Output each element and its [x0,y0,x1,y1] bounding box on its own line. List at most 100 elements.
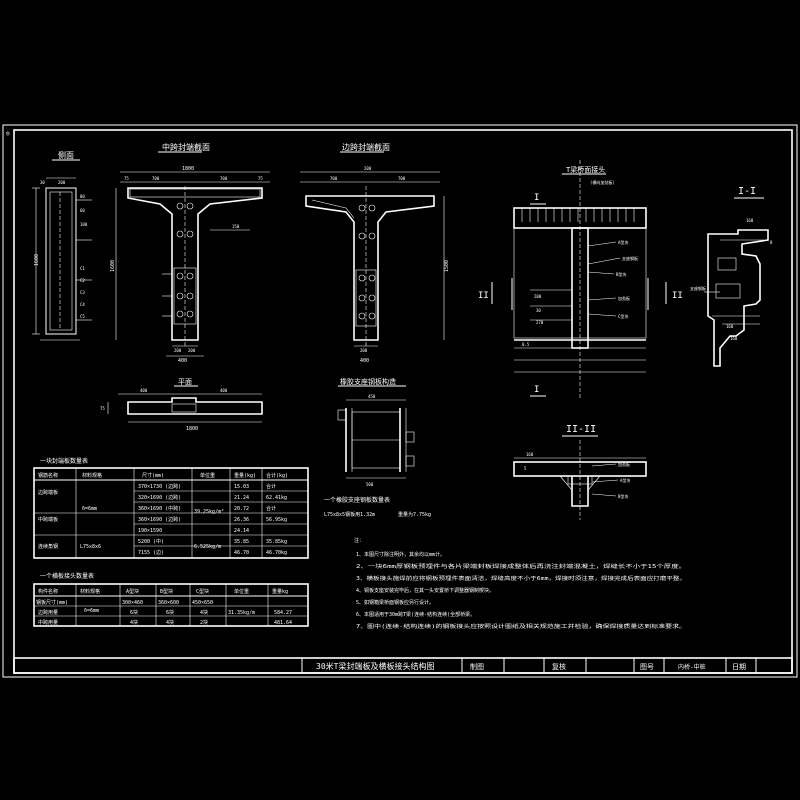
t1-r3c5: 56.95kg [266,517,287,523]
svg-text:B型块: B型块 [616,271,626,277]
side-height-dim: 1500 [444,260,450,272]
table2-title: 一个横板接头数量表 [40,572,94,580]
svg-text:100: 100 [80,222,88,227]
svg-text:0.5: 0.5 [522,342,530,347]
t1-h1: 材料规格 [82,472,102,479]
t2-r1c3: 6块 [166,609,174,616]
midspan-height-dim: 1600 [110,260,116,272]
svg-text:270: 270 [536,320,544,325]
t1-r0c0: 边跨端板 [38,489,58,496]
section-mark-i-top: I [534,193,539,203]
drawn-label: 制图 [470,662,484,671]
plan-width-dim: 1800 [186,426,198,432]
corner-mark: ◎ [6,130,10,137]
section-mark-ii-left: II [478,291,489,301]
svg-text:400: 400 [360,358,369,364]
svg-text:支座钢板: 支座钢板 [690,285,706,291]
t1-r2c5: 合计 [266,505,276,512]
table1: 一块封端板数量表 钢筋名称 材料规格 尺寸(mm) 单位重 重量(kg) 合计(… [33,457,309,559]
svg-text:C型块: C型块 [618,313,628,319]
bearing-plate-detail: 橡胶支座钢板构造 450 500 一个橡胶支座钢板数量表 L75x8x5钢板用1… [324,377,431,518]
t2-r1c4: 4块 [200,609,208,616]
table1-title: 一块封端板数量表 [40,457,88,465]
bearing-table-row-b: 重量为7.75kg [398,511,431,518]
t2-h0: 构件名称 [38,588,58,595]
midspan-left-dim: 75 [124,176,129,181]
svg-text:200: 200 [360,348,368,353]
t2-r2c2: 4块 [130,619,138,626]
svg-text:60: 60 [80,208,85,213]
t2-h1: 材料规格 [80,588,100,595]
table2: 一个横板接头数量表 构件名称 材料规格 A型块 B型块 C型块 单位重 重量kg… [33,572,309,627]
svg-text:700: 700 [330,176,338,181]
bearing-table-row-a: L75x8x5钢板用1.32m [324,511,375,518]
t1-r2c2: 360×1690 (中跨) [138,505,181,512]
bearing-plate-title: 橡胶支座钢板构造 [340,377,396,386]
t1-h5: 合计(kg) [266,472,288,479]
t2-r0c1: δ=6mm [84,608,99,614]
note-1: 1、本图尺寸除注明外，其余均以mm计。 [356,551,445,558]
t1-r0c4: 15.03 [234,484,249,490]
t2-r1c2: 6块 [130,609,138,616]
section-mark-ii-right: II [672,291,683,301]
side-title: 边跨封端截面 [342,142,390,152]
svg-text:A型块: A型块 [618,239,628,245]
t2-r2c0: 中跨用量 [38,619,58,626]
svg-text:700: 700 [220,176,228,181]
t1-r6c4: 46.70 [234,550,249,556]
svg-text:30: 30 [536,308,541,313]
t2-r0c0: 钢板尺寸(mm) [36,599,68,606]
svg-text:200: 200 [174,348,182,353]
t2-r0c2: 300×460 [122,600,143,606]
svg-text:C3: C3 [80,290,85,295]
svg-text:200: 200 [58,180,66,185]
t1-r6c5: 46.70kg [266,550,287,556]
t2-r1c5: 31.35kg/m [228,610,255,616]
svg-text:加劲板: 加劲板 [618,461,630,467]
svg-text:A型块: A型块 [620,477,630,483]
note-0: 注： [354,537,364,544]
t1-r5c3: 6.525kg/m [194,544,221,550]
section-mark-i-bottom: I [534,385,539,395]
t1-r1c4: 21.24 [234,495,249,501]
joint-title: T梁桥面接头 [566,165,605,174]
drawing-no: 内桥-中桩 [678,663,706,671]
t1-r5c5: 35.85kg [266,539,287,545]
svg-text:200: 200 [534,294,542,299]
plan-title: 平面 [178,378,192,386]
svg-text:加劲板: 加劲板 [618,295,630,301]
svg-text:支座钢板: 支座钢板 [622,255,638,261]
note-7: 7、图中(连续-结构连续)的钢板接头应按照设计图纸及相关规范施工并检验，确保焊接… [356,623,686,630]
t1-r4c4: 24.14 [234,528,249,534]
date-label: 日期 [732,663,746,671]
svg-text:700: 700 [152,176,160,181]
section-i-i: I-I 160 8 160 160 支座钢板 [690,186,773,367]
t1-r5c1: L75x8x6 [80,544,101,550]
t1-r3c2: 360×1690 (边跨) [138,516,181,523]
sec-ii-title: II-II [566,424,596,435]
joint-view: T梁桥面接头 (横向加劲板) I I 0.5 [478,160,683,400]
svg-text:150: 150 [232,224,240,229]
notes: 注： 1、本图尺寸除注明外，其余均以mm计。 2、一块6mm厚钢板预埋件与各片梁… [354,537,686,630]
t1-r0c2: 370×1730 (边跨) [138,483,181,490]
svg-text:160: 160 [526,452,534,457]
t1-r6c2: 7155 (边) [138,549,164,556]
t1-r2c0: 中跨端板 [38,516,58,523]
note-3: 3、横板接头施焊前应将钢板预埋件表面清洁，焊缝高度不小于6mm，焊接时须注意，焊… [356,575,686,582]
t2-h3: B型块 [160,588,173,595]
svg-text:5: 5 [524,466,527,471]
svg-text:C2: C2 [80,278,85,283]
midspan-title: 中跨封端截面 [162,142,210,152]
svg-text:400: 400 [140,388,148,393]
t1-r0c5: 合计 [266,483,276,490]
svg-text:C1: C1 [80,266,85,271]
bearing-height-dim: 500 [366,482,374,487]
svg-text:B型块: B型块 [618,493,628,499]
checked-label: 复核 [552,662,566,671]
t1-r4c2: 190×1590 [138,528,162,534]
svg-text:C5: C5 [80,314,85,319]
svg-text:C4: C4 [80,302,85,307]
